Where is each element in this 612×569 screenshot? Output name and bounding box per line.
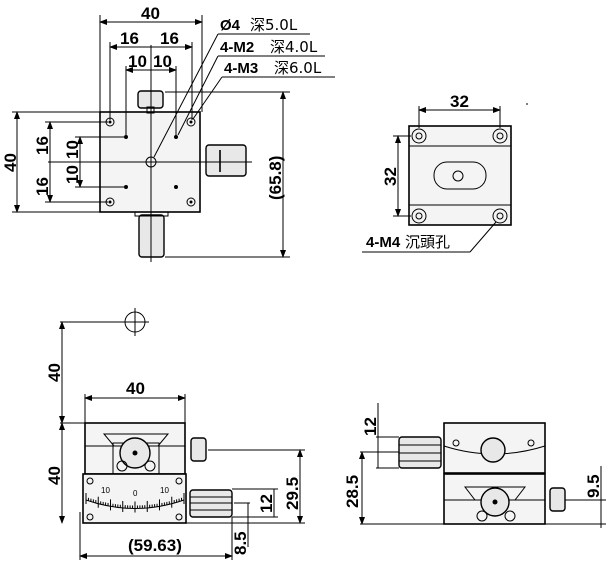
dim-side-knob-dia: 12 (361, 417, 380, 436)
bottom-view: 32 32 4-M4 沉頭孔 (362, 92, 528, 253)
scale-label-center: 0 (133, 489, 138, 498)
side-small-knob (549, 487, 566, 512)
counterbore-holes (411, 128, 508, 224)
note-m4-id: 4-M4 (366, 234, 401, 251)
dim-side-small-knob: 9.5 (584, 474, 603, 498)
scale-ticks (85, 493, 185, 513)
dim-base-height: 32 (381, 167, 400, 186)
right-knob (205, 144, 247, 177)
dim-body-height: 40 (45, 466, 64, 485)
note-1-id: 4-M2 (220, 39, 254, 56)
dim-overall-width: (59.63) (128, 536, 182, 555)
side-upper-stage (443, 422, 546, 474)
hole-notes: Ø4 深5.0L 4-M2 深4.0L 4-M3 深6.0L (153, 16, 335, 158)
dim-knob-height: 29.5 (283, 477, 302, 510)
dim-base-width: 32 (450, 92, 469, 111)
dim-pitch-right: 16 (160, 29, 179, 48)
goniometer-base (82, 473, 187, 524)
dim-v-pitch-top: 16 (33, 136, 52, 155)
dim-v-inner-top: 10 (63, 140, 82, 159)
dim-v-pitch-bottom: 16 (33, 177, 52, 196)
dim-height-40: 40 (1, 153, 20, 172)
scale-label-right: 10 (160, 486, 169, 495)
dim-inner-right: 10 (153, 52, 172, 71)
dim-rotation-center: 40 (45, 363, 64, 382)
dim-overall-height: (65.8) (266, 156, 285, 200)
front-view: 40 40 40 10 0 10 29.5 12 8.5 (45, 308, 305, 560)
base-body (408, 125, 512, 226)
dim-v-inner-bottom: 10 (63, 165, 82, 184)
dim-knob-dia: 12 (257, 494, 276, 513)
side-view: 12 28.5 9.5 (343, 403, 606, 528)
dim-inner-left: 10 (128, 52, 147, 71)
small-knob (190, 437, 207, 462)
top-view: 40 16 16 10 10 40 16 16 10 10 (65.8) (1, 4, 335, 262)
scale-label-left: 10 (101, 486, 110, 495)
note-m4-text: 沉頭孔 (405, 233, 450, 251)
dim-front-width: 40 (126, 379, 145, 398)
note-2-id: 4-M3 (224, 60, 258, 77)
note-2-depth: 深6.0L (274, 59, 322, 77)
dim-pitch-left: 16 (120, 29, 139, 48)
note-0-depth: 深5.0L (250, 16, 298, 34)
dim-knob-offset: 8.5 (231, 531, 250, 555)
dim-side-knob-height: 28.5 (343, 475, 362, 508)
note-0-id: Ø4 (220, 17, 241, 34)
note-1-depth: 深4.0L (270, 38, 318, 56)
dim-width-40: 40 (141, 4, 160, 23)
